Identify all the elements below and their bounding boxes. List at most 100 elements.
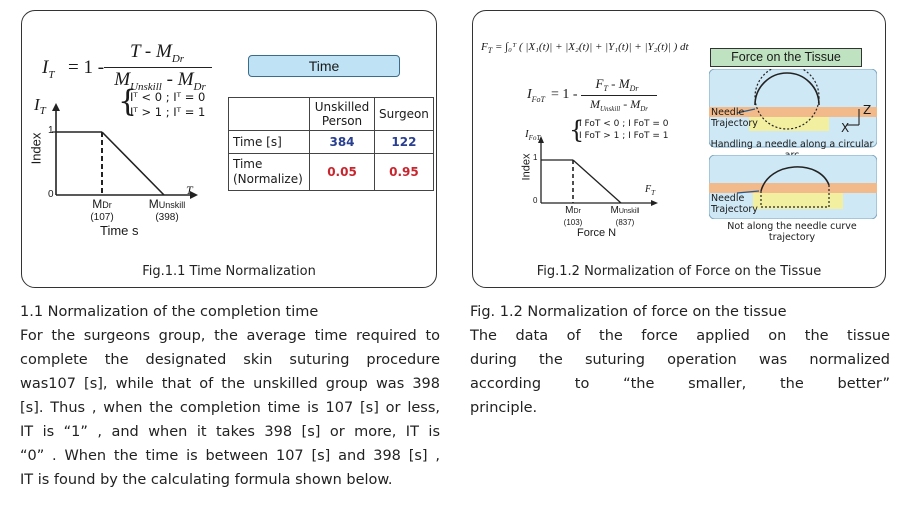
text-line: during the suturing operation was normal… bbox=[470, 352, 890, 368]
fraction-bar bbox=[104, 67, 212, 69]
figure-caption: Fig.1.2 Normalization of Force on the Ti… bbox=[536, 264, 822, 279]
needle-path bbox=[760, 185, 830, 208]
formula-lhs: IFoT bbox=[527, 87, 546, 104]
skin-band bbox=[709, 183, 877, 193]
condition-1: Iᵀ < 0 ; Iᵀ = 0 bbox=[130, 90, 206, 104]
y-axis-label: Index bbox=[28, 132, 44, 165]
x-axis-symbol: T bbox=[186, 183, 193, 197]
condition-brace: { bbox=[118, 84, 138, 119]
index-slope bbox=[101, 131, 165, 196]
right-paragraph: Fig. 1.2 Normalization of force on the t… bbox=[470, 300, 890, 420]
wound-region bbox=[749, 117, 829, 131]
m-dr-label: MDr bbox=[565, 205, 581, 216]
formula-numerator: T - MDr bbox=[129, 41, 185, 65]
y-axis-arrow bbox=[52, 103, 60, 111]
figure-panel-time: IT = 1 - T - MDr MUnskill - MDr { Iᵀ < 0… bbox=[21, 10, 437, 288]
m-dr-value: (103) bbox=[563, 218, 583, 227]
condition-brace: { bbox=[569, 116, 585, 144]
text-line: “0” . When the time is between 107 [s] a… bbox=[20, 448, 440, 464]
text-line: IT is found by the calculating formula s… bbox=[20, 472, 393, 488]
trajectory-label: Trajectory bbox=[711, 204, 758, 215]
trajectory-arrow bbox=[736, 108, 756, 114]
section-heading: Fig. 1.2 Normalization of force on the t… bbox=[470, 304, 787, 320]
condition-list: Iᵀ < 0 ; Iᵀ = 0 Iᵀ > 1 ; Iᵀ = 1 bbox=[130, 90, 205, 120]
formula-eq: = 1 - bbox=[68, 57, 105, 78]
needle-arc-illustration bbox=[709, 69, 877, 148]
cell-surgeon: 122 bbox=[374, 130, 434, 154]
text-line: was107 [s], while that of the unskilled … bbox=[20, 376, 440, 392]
needle-off-trajectory-illustration bbox=[709, 155, 877, 219]
force-header: Force on the Tissue bbox=[710, 48, 862, 67]
tick-label-one: 1 bbox=[533, 153, 538, 162]
x-axis-symbol: FT bbox=[645, 184, 656, 197]
condition-2: I FoT > 1 ; I FoT = 1 bbox=[579, 131, 669, 141]
row-label: Time (Normalize) bbox=[228, 153, 310, 191]
skin-band bbox=[709, 107, 877, 117]
index-graph-force bbox=[538, 136, 658, 206]
figure-caption: Fig.1.1 Time Normalization bbox=[142, 264, 316, 279]
x-axis-label: Force N bbox=[577, 227, 617, 239]
formula-lhs: IT bbox=[42, 57, 55, 81]
image-bottom-caption: Not along the needle curve trajectory bbox=[727, 221, 857, 243]
text-line: [s]. Thus , when the completion time is … bbox=[20, 400, 440, 416]
condition-1: I FoT < 0 ; I FoT = 0 bbox=[579, 119, 669, 129]
left-paragraph: 1.1 Normalization of the completion time… bbox=[20, 300, 440, 492]
trajectory-label: Trajectory bbox=[711, 118, 758, 129]
formula-numerator: FT - MDr bbox=[595, 76, 639, 93]
m-unskill-value: (837) bbox=[615, 218, 635, 227]
text-line: The data of the force applied on the tis… bbox=[470, 328, 890, 344]
tick-label-zero: 0 bbox=[533, 196, 538, 205]
formula-denominator: MUnskill - MDr bbox=[114, 69, 206, 93]
table-corner bbox=[228, 97, 310, 131]
m-unskill-value: (398) bbox=[155, 212, 179, 223]
m-unskill-label: MUnskill bbox=[610, 205, 640, 216]
cell-unskilled: 0.05 bbox=[309, 153, 375, 191]
table-header-unskilled: Unskilled Person bbox=[309, 97, 375, 131]
time-header: Time bbox=[248, 55, 400, 77]
text-line: IT is “1” , and when it takes 398 [s] or… bbox=[20, 424, 440, 440]
text-line: complete the designated skin suturing pr… bbox=[20, 352, 440, 368]
table-row: Time [s] 384 122 bbox=[228, 130, 434, 154]
needle-label: Needle bbox=[711, 107, 745, 118]
wound-region bbox=[753, 193, 843, 209]
condition-2: Iᵀ > 1 ; Iᵀ = 1 bbox=[130, 105, 206, 119]
trajectory-arrow bbox=[736, 190, 760, 194]
cell-unskilled: 384 bbox=[309, 130, 375, 154]
x-axis-label: Time s bbox=[100, 223, 139, 238]
figure-panel-force: FT = ∫₀ᵀ ( |X₁(t)| + |X₂(t)| + |Y₁(t)| +… bbox=[472, 10, 886, 288]
index-slope bbox=[572, 159, 622, 204]
x-axis-arrow bbox=[190, 191, 198, 199]
needle-label: Needle bbox=[711, 193, 745, 204]
tick-label-one: 1 bbox=[48, 125, 54, 136]
cell-surgeon: 0.95 bbox=[374, 153, 434, 191]
index-graph-time bbox=[52, 103, 198, 199]
x-axis-label: X bbox=[841, 121, 850, 135]
fraction-bar bbox=[581, 95, 657, 97]
text-line: according to “the smaller, the better” bbox=[470, 376, 890, 392]
m-dr-label: MDr bbox=[92, 197, 112, 211]
y-axis-symbol: IT bbox=[34, 95, 46, 117]
text-line: For the surgeons group, the average time… bbox=[20, 328, 440, 344]
y-axis-arrow bbox=[538, 136, 544, 143]
section-heading: 1.1 Normalization of the completion time bbox=[20, 304, 319, 320]
table-header-surgeon: Surgeon bbox=[374, 97, 434, 131]
time-table: Unskilled Person Surgeon Time [s] 384 12… bbox=[228, 97, 434, 191]
table-header-row: Unskilled Person Surgeon bbox=[228, 97, 434, 131]
z-axis-label: Z bbox=[863, 103, 872, 117]
needle-curve bbox=[760, 166, 830, 192]
m-dr-value: (107) bbox=[90, 212, 114, 223]
y-axis-label: Index bbox=[520, 153, 533, 181]
y-axis-symbol: IFoT bbox=[525, 128, 541, 142]
formula-eq: = 1 - bbox=[551, 87, 578, 102]
m-unskill-label: MUnskill bbox=[148, 197, 186, 211]
row-label: Time [s] bbox=[228, 130, 310, 154]
x-axis-arrow bbox=[651, 200, 658, 206]
formula-denominator: MUnskill - MDr bbox=[589, 97, 648, 113]
needle-arc bbox=[754, 72, 820, 106]
tick-label-zero: 0 bbox=[48, 189, 54, 200]
force-integral-formula: FT = ∫₀ᵀ ( |X₁(t)| + |X₂(t)| + |Y₁(t)| +… bbox=[481, 41, 689, 55]
table-row: Time (Normalize) 0.05 0.95 bbox=[228, 153, 434, 191]
needle-circle bbox=[754, 69, 820, 130]
text-line: principle. bbox=[470, 400, 538, 416]
condition-list: I FoT < 0 ; I FoT = 0 I FoT > 1 ; I FoT … bbox=[579, 118, 668, 142]
